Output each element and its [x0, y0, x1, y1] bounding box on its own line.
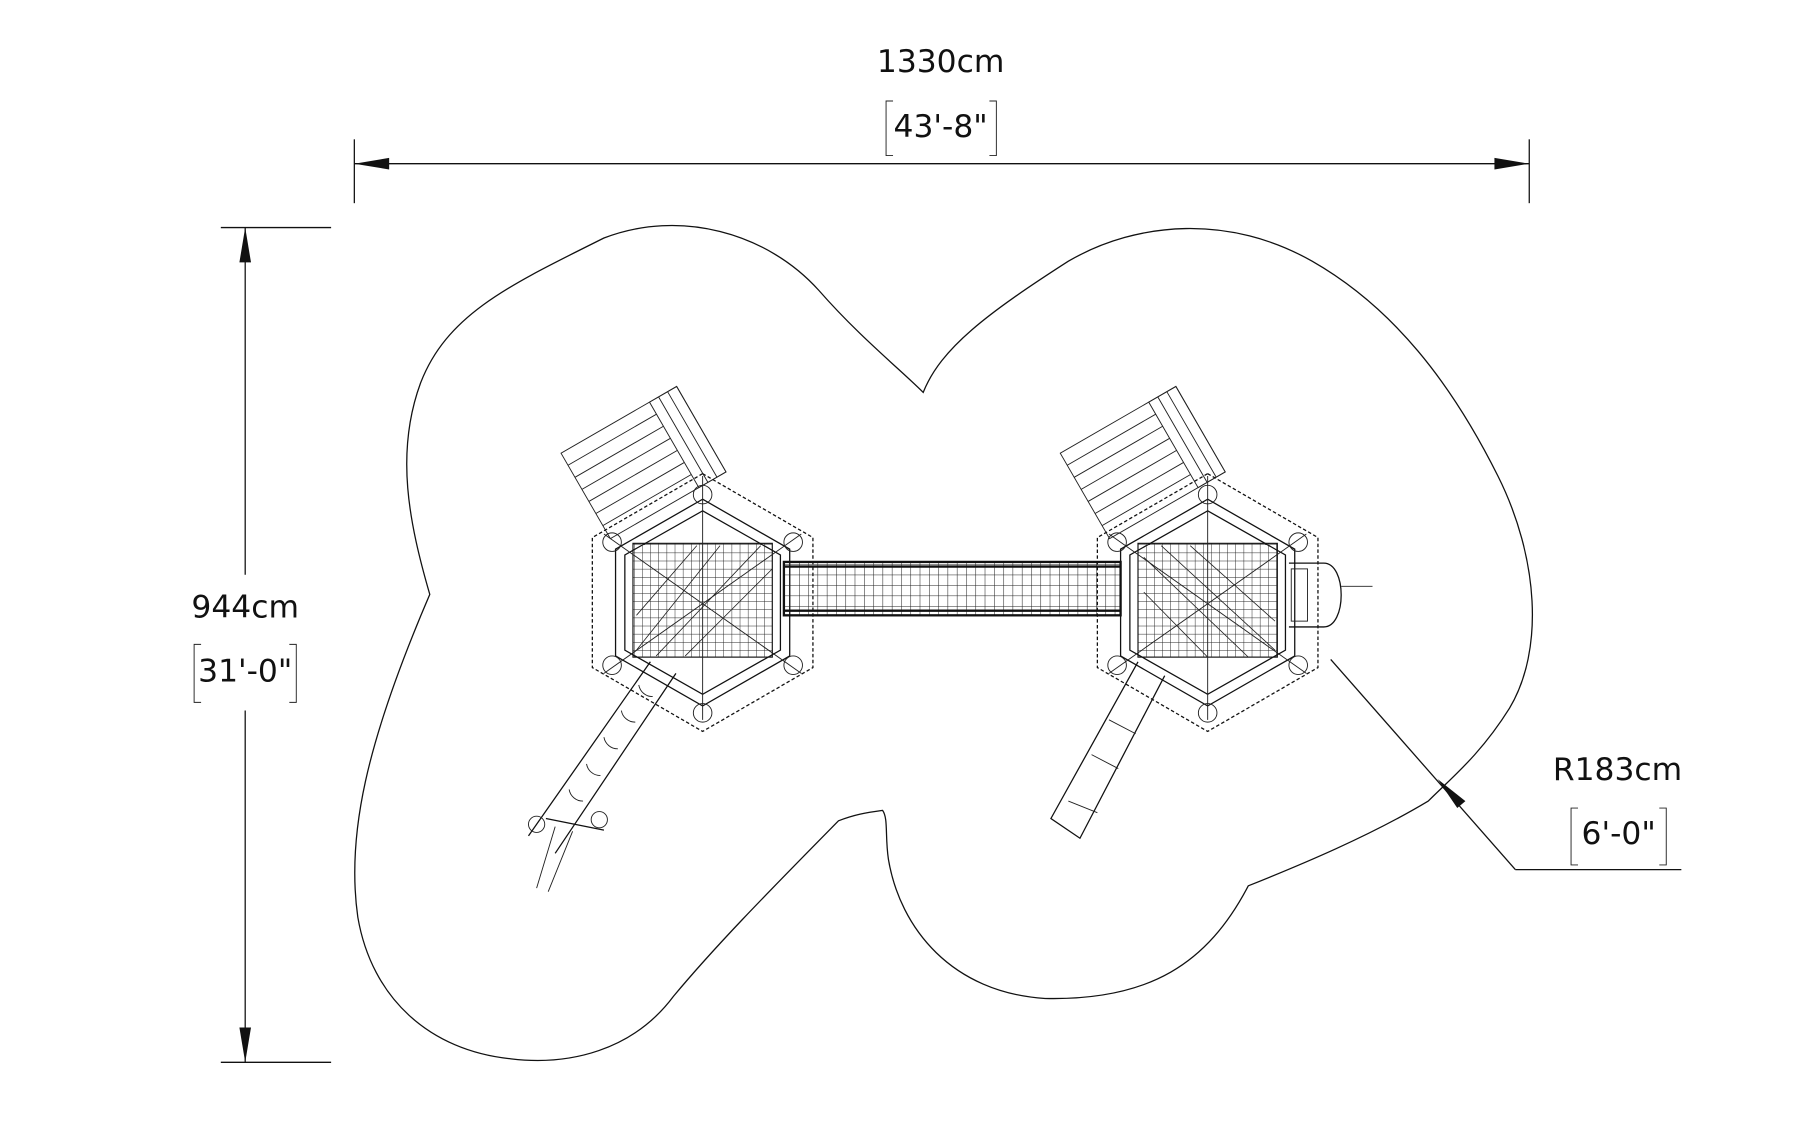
radius-dimension: R183cm 6'-0"	[1330, 659, 1682, 871]
height-dimension: 944cm 31'-0"	[191, 226, 332, 1063]
width-dimension: 1330cm 43'-8"	[353, 44, 1530, 204]
left-roof-panel	[560, 385, 727, 540]
width-metric: 1330cm	[877, 44, 1004, 80]
right-slide	[1050, 661, 1166, 840]
radius-metric: R183cm	[1553, 752, 1682, 788]
left-climber-slide	[527, 661, 677, 892]
right-roof-panel	[1059, 385, 1226, 540]
radius-imperial: 6'-0"	[1582, 816, 1656, 852]
arrow-down-icon	[239, 1027, 252, 1063]
arrow-left-icon	[354, 157, 390, 170]
right-access-handle	[1288, 562, 1342, 628]
arrow-up-icon	[239, 227, 252, 263]
safety-zone-outline	[354, 224, 1534, 1062]
right-tower	[1059, 385, 1373, 733]
height-metric: 944cm	[191, 590, 299, 626]
arrow-right-icon	[1494, 157, 1530, 170]
net-bridge	[782, 560, 1122, 617]
width-imperial: 43'-8"	[894, 109, 988, 145]
radius-arrow-icon	[1437, 779, 1466, 809]
height-imperial: 31'-0"	[198, 654, 292, 690]
left-tower	[560, 385, 814, 733]
